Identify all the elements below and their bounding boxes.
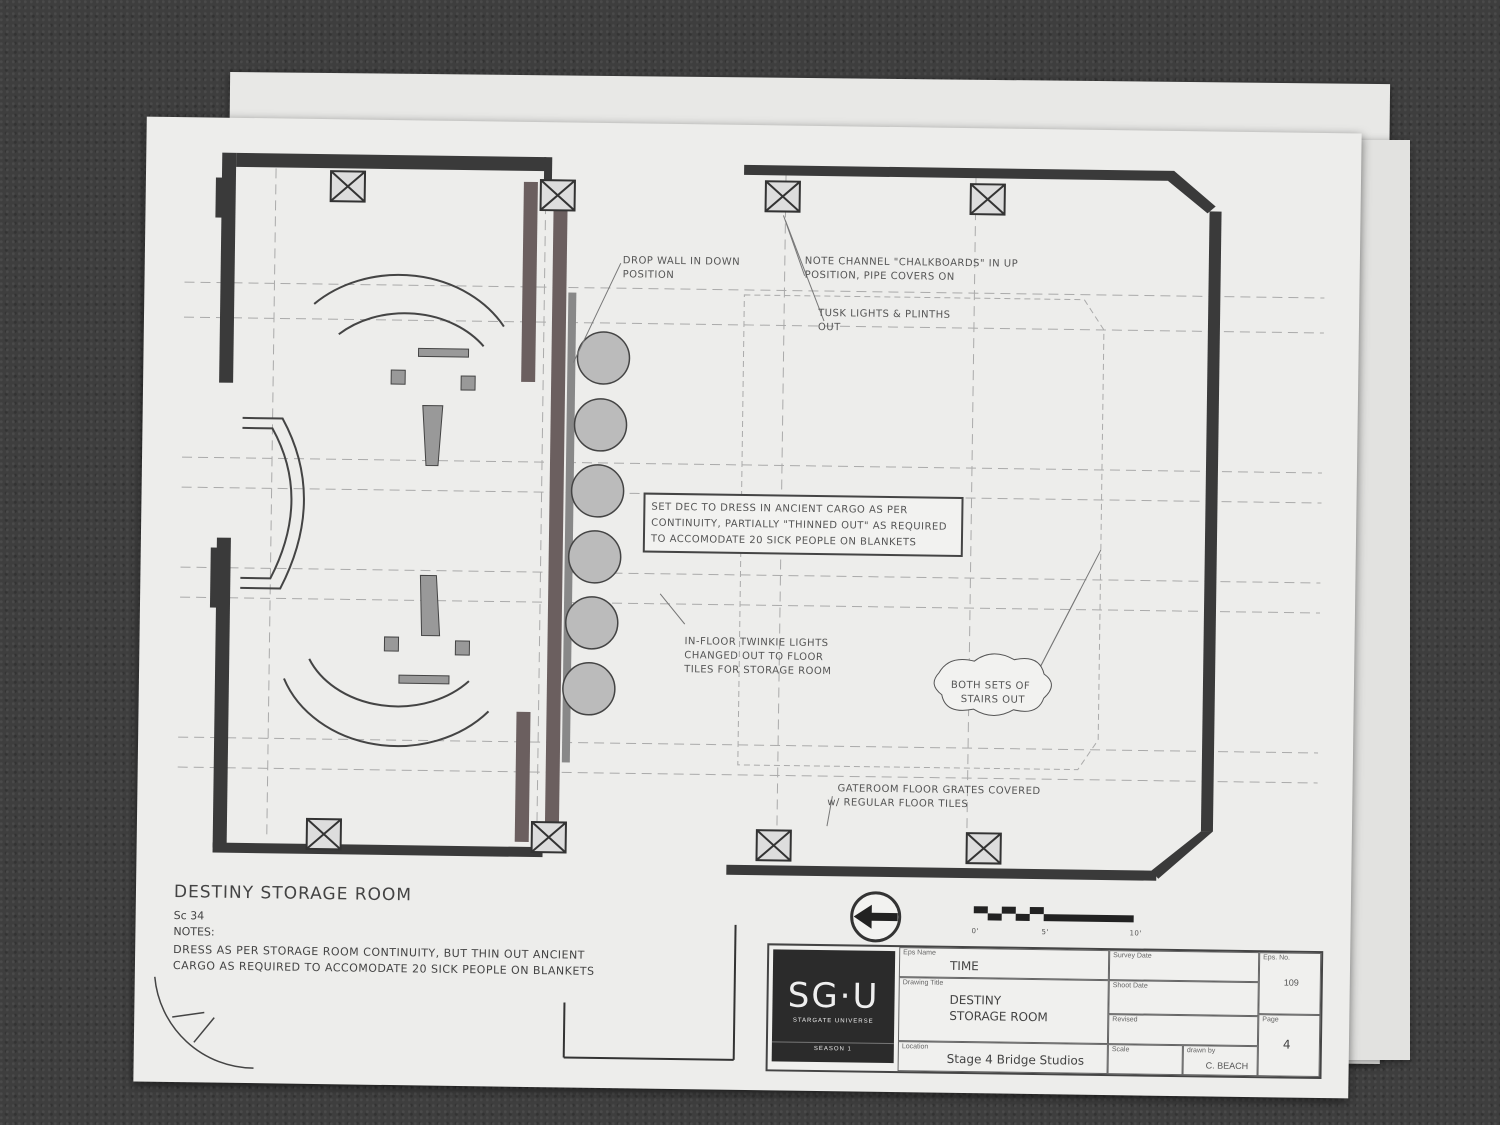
set-dec-note-box [642, 492, 964, 558]
svg-text:POSITION: POSITION [623, 269, 675, 281]
svg-text:BOTH SETS OF: BOTH SETS OF [951, 680, 1030, 692]
svg-text:DROP WALL IN DOWN: DROP WALL IN DOWN [623, 255, 740, 268]
svg-text:STAIRS OUT: STAIRS OUT [961, 694, 1026, 706]
location-cell: Location Stage 4 Bridge Studios [897, 1041, 1108, 1075]
svg-text:0': 0' [971, 927, 979, 935]
notes-label: NOTES: [173, 925, 215, 939]
sheet-title: DESTINY STORAGE ROOM [173, 882, 413, 906]
callout-tusk-lights: TUSK LIGHTS & PLINTHS OUT [817, 308, 951, 333]
revised-cell: Revised [1107, 1014, 1259, 1047]
eps-name-cell: Eps Name TIME [898, 947, 1110, 981]
drawing-title-cell: Drawing Title DESTINY STORAGE ROOM [897, 977, 1109, 1045]
svg-text:CHANGED OUT TO FLOOR: CHANGED OUT TO FLOOR [684, 650, 823, 663]
sgu-logo: SG·U STARGATE UNIVERSE SEASON 1 [771, 949, 896, 1064]
title-block: SG·U STARGATE UNIVERSE SEASON 1 Eps Name… [765, 943, 1324, 1080]
corner-stair [154, 976, 254, 1069]
location-label: Location [901, 1043, 929, 1051]
page-cell: Page 4 [1257, 1014, 1321, 1078]
callout-twinkie-lights: IN-FLOOR TWINKIE LIGHTS CHANGED OUT TO F… [683, 636, 831, 677]
eps-no-value: 109 [1283, 977, 1299, 988]
blueprint-sheet: DROP WALL IN DOWN POSITION NOTE CHANNEL … [133, 116, 1362, 1099]
eps-name-value: TIME [949, 958, 979, 974]
svg-text:GATEROOM FLOOR GRATES COVERED: GATEROOM FLOOR GRATES COVERED [837, 783, 1040, 797]
shoot-date-cell: Shoot Date [1108, 980, 1259, 1017]
page-value: 4 [1282, 1037, 1291, 1052]
drawn-by-cell: drawn by C. BEACH [1182, 1045, 1258, 1077]
stage-outline [737, 294, 1105, 771]
svg-text:w/ REGULAR FLOOR TILES: w/ REGULAR FLOOR TILES [827, 797, 968, 810]
bottom-wall-stub [562, 924, 737, 1061]
revised-label: Revised [1112, 1016, 1138, 1024]
drawing-title-label: Drawing Title [902, 979, 944, 987]
svg-text:POSITION, PIPE COVERS ON: POSITION, PIPE COVERS ON [805, 270, 955, 283]
svg-text:SET DEC TO DRESS IN ANCIENT CA: SET DEC TO DRESS IN ANCIENT CARGO AS PER [651, 502, 907, 517]
svg-text:TILES FOR STORAGE ROOM: TILES FOR STORAGE ROOM [683, 664, 831, 677]
drawn-by-label: drawn by [1186, 1047, 1216, 1055]
drawn-by-value: C. BEACH [1205, 1060, 1249, 1072]
structural-columns [305, 170, 1006, 865]
callout-stairs: BOTH SETS OF STAIRS OUT [951, 680, 1030, 706]
direction-arrow-icon [850, 891, 902, 943]
central-wall [514, 181, 577, 843]
scale-label: Scale [1111, 1046, 1130, 1054]
svg-text:5': 5' [1041, 928, 1049, 936]
svg-text:TUSK LIGHTS & PLINTHS: TUSK LIGHTS & PLINTHS [817, 308, 951, 321]
stairs-cloud [933, 653, 1052, 716]
eps-no-cell: Eps. No. 109 [1258, 952, 1322, 1016]
walls [209, 152, 1222, 881]
eps-name-label: Eps Name [903, 949, 936, 957]
scale-bar: 0' 5' 10' [971, 906, 1142, 938]
location-value: Stage 4 Bridge Studios [946, 1051, 1085, 1068]
eps-no-label: Eps. No. [1263, 954, 1291, 962]
drawing-title-line-2: STORAGE ROOM [949, 1008, 1048, 1025]
callout-drop-wall: DROP WALL IN DOWN POSITION [623, 255, 741, 281]
svg-text:TO ACCOMODATE 20 SICK PEOPLE O: TO ACCOMODATE 20 SICK PEOPLE ON BLANKETS [650, 534, 917, 549]
twinkie-light-circles [562, 331, 631, 716]
logo-subtitle: STARGATE UNIVERSE [792, 1017, 874, 1025]
callout-chalkboards: NOTE CHANNEL "CHALKBOARDS" IN UP POSITIO… [805, 256, 1019, 283]
floor-fixtures [383, 347, 476, 685]
callout-set-dec: SET DEC TO DRESS IN ANCIENT CARGO AS PER… [650, 502, 947, 549]
survey-date-label: Survey Date [1113, 952, 1152, 960]
shoot-date-label: Shoot Date [1112, 982, 1148, 990]
page-label: Page [1262, 1016, 1279, 1024]
svg-text:NOTE CHANNEL "CHALKBOARDS" IN: NOTE CHANNEL "CHALKBOARDS" IN UP [805, 256, 1018, 270]
callout-gateroom: GATEROOM FLOOR GRATES COVERED w/ REGULAR… [827, 783, 1041, 810]
scale-cell: Scale [1107, 1044, 1183, 1076]
drawing-title-line-1: DESTINY [949, 992, 1002, 1008]
svg-text:10': 10' [1129, 929, 1141, 937]
svg-text:CONTINUITY, PARTIALLY "THINNED: CONTINUITY, PARTIALLY "THINNED OUT" AS R… [651, 518, 947, 533]
curved-stairs [240, 273, 505, 748]
svg-text:IN-FLOOR TWINKIE LIGHTS: IN-FLOOR TWINKIE LIGHTS [684, 636, 828, 649]
survey-date-cell: Survey Date [1108, 950, 1260, 983]
floor-plan: DROP WALL IN DOWN POSITION NOTE CHANNEL … [154, 152, 1325, 1069]
scene-number: Sc 34 [173, 909, 205, 923]
logo-text: SG·U [787, 975, 880, 1017]
leader-lines [572, 215, 1102, 827]
svg-text:OUT: OUT [818, 322, 841, 333]
logo-season: SEASON 1 [771, 1041, 894, 1054]
